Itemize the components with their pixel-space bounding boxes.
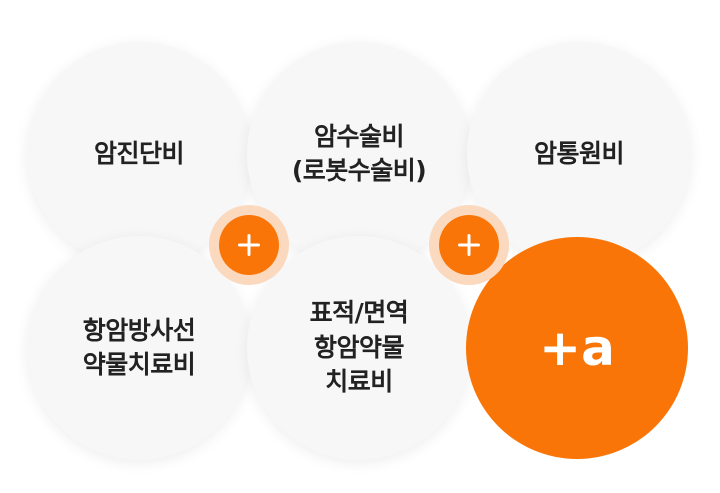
- circle-label: +a: [539, 318, 615, 377]
- plus-badge-core: [219, 215, 279, 275]
- circle-plus-alpha: +a: [466, 237, 688, 459]
- circle-radiation-chemo: 항암방사선 약물치료비: [27, 236, 251, 460]
- circle-label: 표적/면역 항암약물 치료비: [309, 298, 409, 397]
- circle-label: 암수술비 (로봇수술비): [291, 121, 427, 186]
- plus-badge: [429, 205, 509, 285]
- circle-cancer-diagnosis: 암진단비: [27, 42, 251, 266]
- plus-icon: [458, 234, 480, 256]
- circle-label: 암진단비: [93, 138, 185, 168]
- plus-badge: [209, 205, 289, 285]
- circle-label: 암통원비: [533, 138, 625, 168]
- plus-icon: [238, 234, 260, 256]
- circle-targeted-immuno: 표적/면역 항암약물 치료비: [247, 236, 471, 460]
- circle-label: 항암방사선 약물치료비: [82, 315, 196, 380]
- plus-badge-core: [439, 215, 499, 275]
